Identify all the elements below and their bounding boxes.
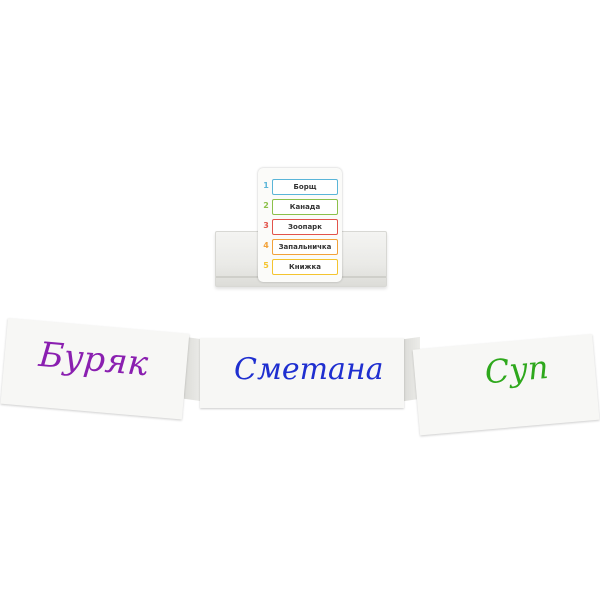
- row-word-box: Зоопарк: [272, 219, 338, 235]
- tent-card-center-word: Сметана: [234, 352, 384, 387]
- row-word-box: Канада: [272, 199, 338, 215]
- row-number: 1: [263, 181, 269, 190]
- word-card: 1 Борщ 2 Канада 3 Зоопарк 4 Запальничка …: [258, 168, 342, 282]
- word-card-row-3: 3 Зоопарк: [262, 218, 340, 236]
- tent-card-left-word: Буряк: [37, 334, 150, 385]
- tent-card-right-word: Суп: [483, 348, 551, 392]
- row-word-box: Книжка: [272, 259, 338, 275]
- word-card-row-1: 1 Борщ: [262, 178, 340, 196]
- tent-card-left-face: Буряк: [0, 318, 190, 420]
- word-card-row-4: 4 Запальничка: [262, 238, 340, 256]
- row-word-box: Борщ: [272, 179, 338, 195]
- tent-card-center-face: Сметана: [200, 338, 404, 408]
- row-word-box: Запальничка: [272, 239, 338, 255]
- row-number: 4: [263, 241, 269, 250]
- row-number: 2: [263, 201, 269, 210]
- row-number: 3: [263, 221, 269, 230]
- row-number: 5: [263, 261, 269, 270]
- tent-card-right-face: Суп: [412, 334, 600, 436]
- word-card-row-5: 5 Книжка: [262, 258, 340, 276]
- word-card-row-2: 2 Канада: [262, 198, 340, 216]
